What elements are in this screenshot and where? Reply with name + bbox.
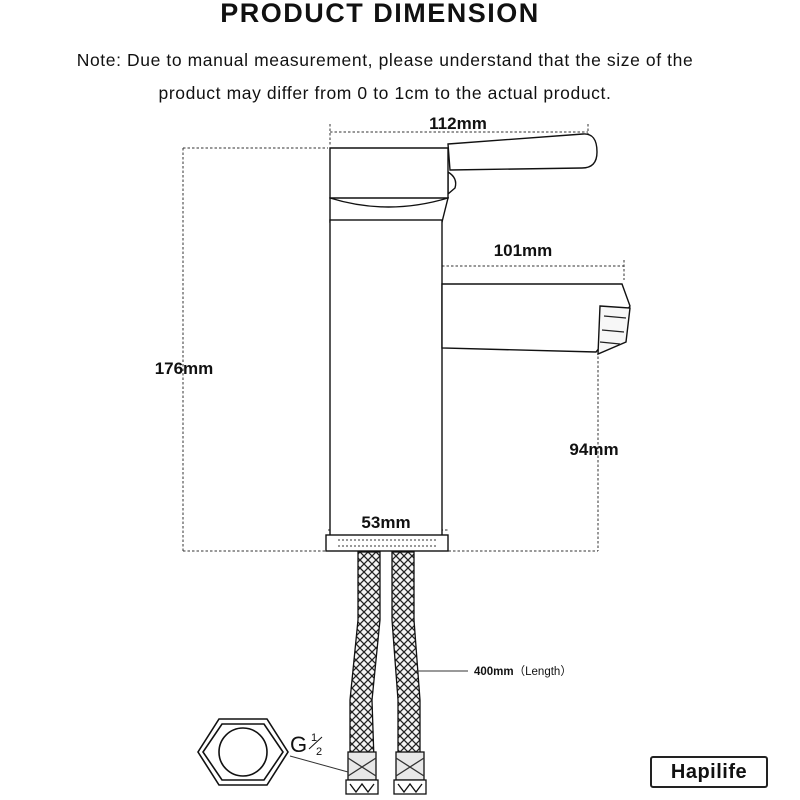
- hex-bore: [218, 727, 268, 777]
- brand-logo: Hapilife: [650, 756, 768, 788]
- label-hose-length: 400mm（Length）: [474, 665, 572, 678]
- thread-leader: [289, 755, 349, 773]
- base-ring-texture: [338, 539, 436, 547]
- faucet-icon: [325, 133, 631, 552]
- label-spout-height: 94mm: [569, 440, 618, 459]
- page-title: PRODUCT DIMENSION: [220, 0, 540, 28]
- thread-numerator: 1: [311, 732, 317, 744]
- hose-length-value: 400mm: [474, 666, 514, 678]
- hose-left-nut-mark: [347, 757, 377, 777]
- base-ring: [325, 534, 449, 552]
- hose-right-nut-mark: [395, 757, 425, 777]
- faucet-body: [329, 219, 443, 537]
- hose-right: [391, 551, 421, 761]
- hose-left: [349, 551, 381, 761]
- hose-left-fitting: [345, 779, 379, 795]
- handle-lever: [447, 133, 598, 171]
- handle-knob: [447, 170, 457, 196]
- measurement-note: Note: Due to manual measurement, please …: [0, 44, 770, 110]
- hose-left-fitting-mark: [349, 782, 375, 794]
- thread-letter: G: [290, 732, 307, 757]
- handle-collar: [329, 196, 449, 223]
- hoses: [345, 551, 427, 795]
- hose-left-nut: [347, 751, 377, 781]
- label-spout-length: 101mm: [494, 241, 553, 260]
- hose-right-fitting: [393, 779, 427, 795]
- note-line-2: product may differ from 0 to 1cm to the …: [158, 83, 612, 103]
- label-base-diameter: 53mm: [361, 513, 410, 532]
- handle-cap: [329, 147, 449, 199]
- aerator-rings: [599, 315, 627, 345]
- hose-length-word: （Length）: [514, 665, 572, 678]
- hose-right-nut: [395, 751, 425, 781]
- note-line-1: Note: Due to manual measurement, please …: [76, 50, 694, 70]
- hex-nut-icon: [197, 718, 289, 786]
- thread-denominator: 2: [316, 746, 322, 758]
- thread-fraction-bar: [308, 736, 323, 750]
- hose-right-fitting-mark: [397, 782, 423, 794]
- label-total-height: 176mm: [155, 359, 214, 378]
- hex-inner: [202, 723, 284, 781]
- label-handle-length: 112mm: [429, 114, 487, 133]
